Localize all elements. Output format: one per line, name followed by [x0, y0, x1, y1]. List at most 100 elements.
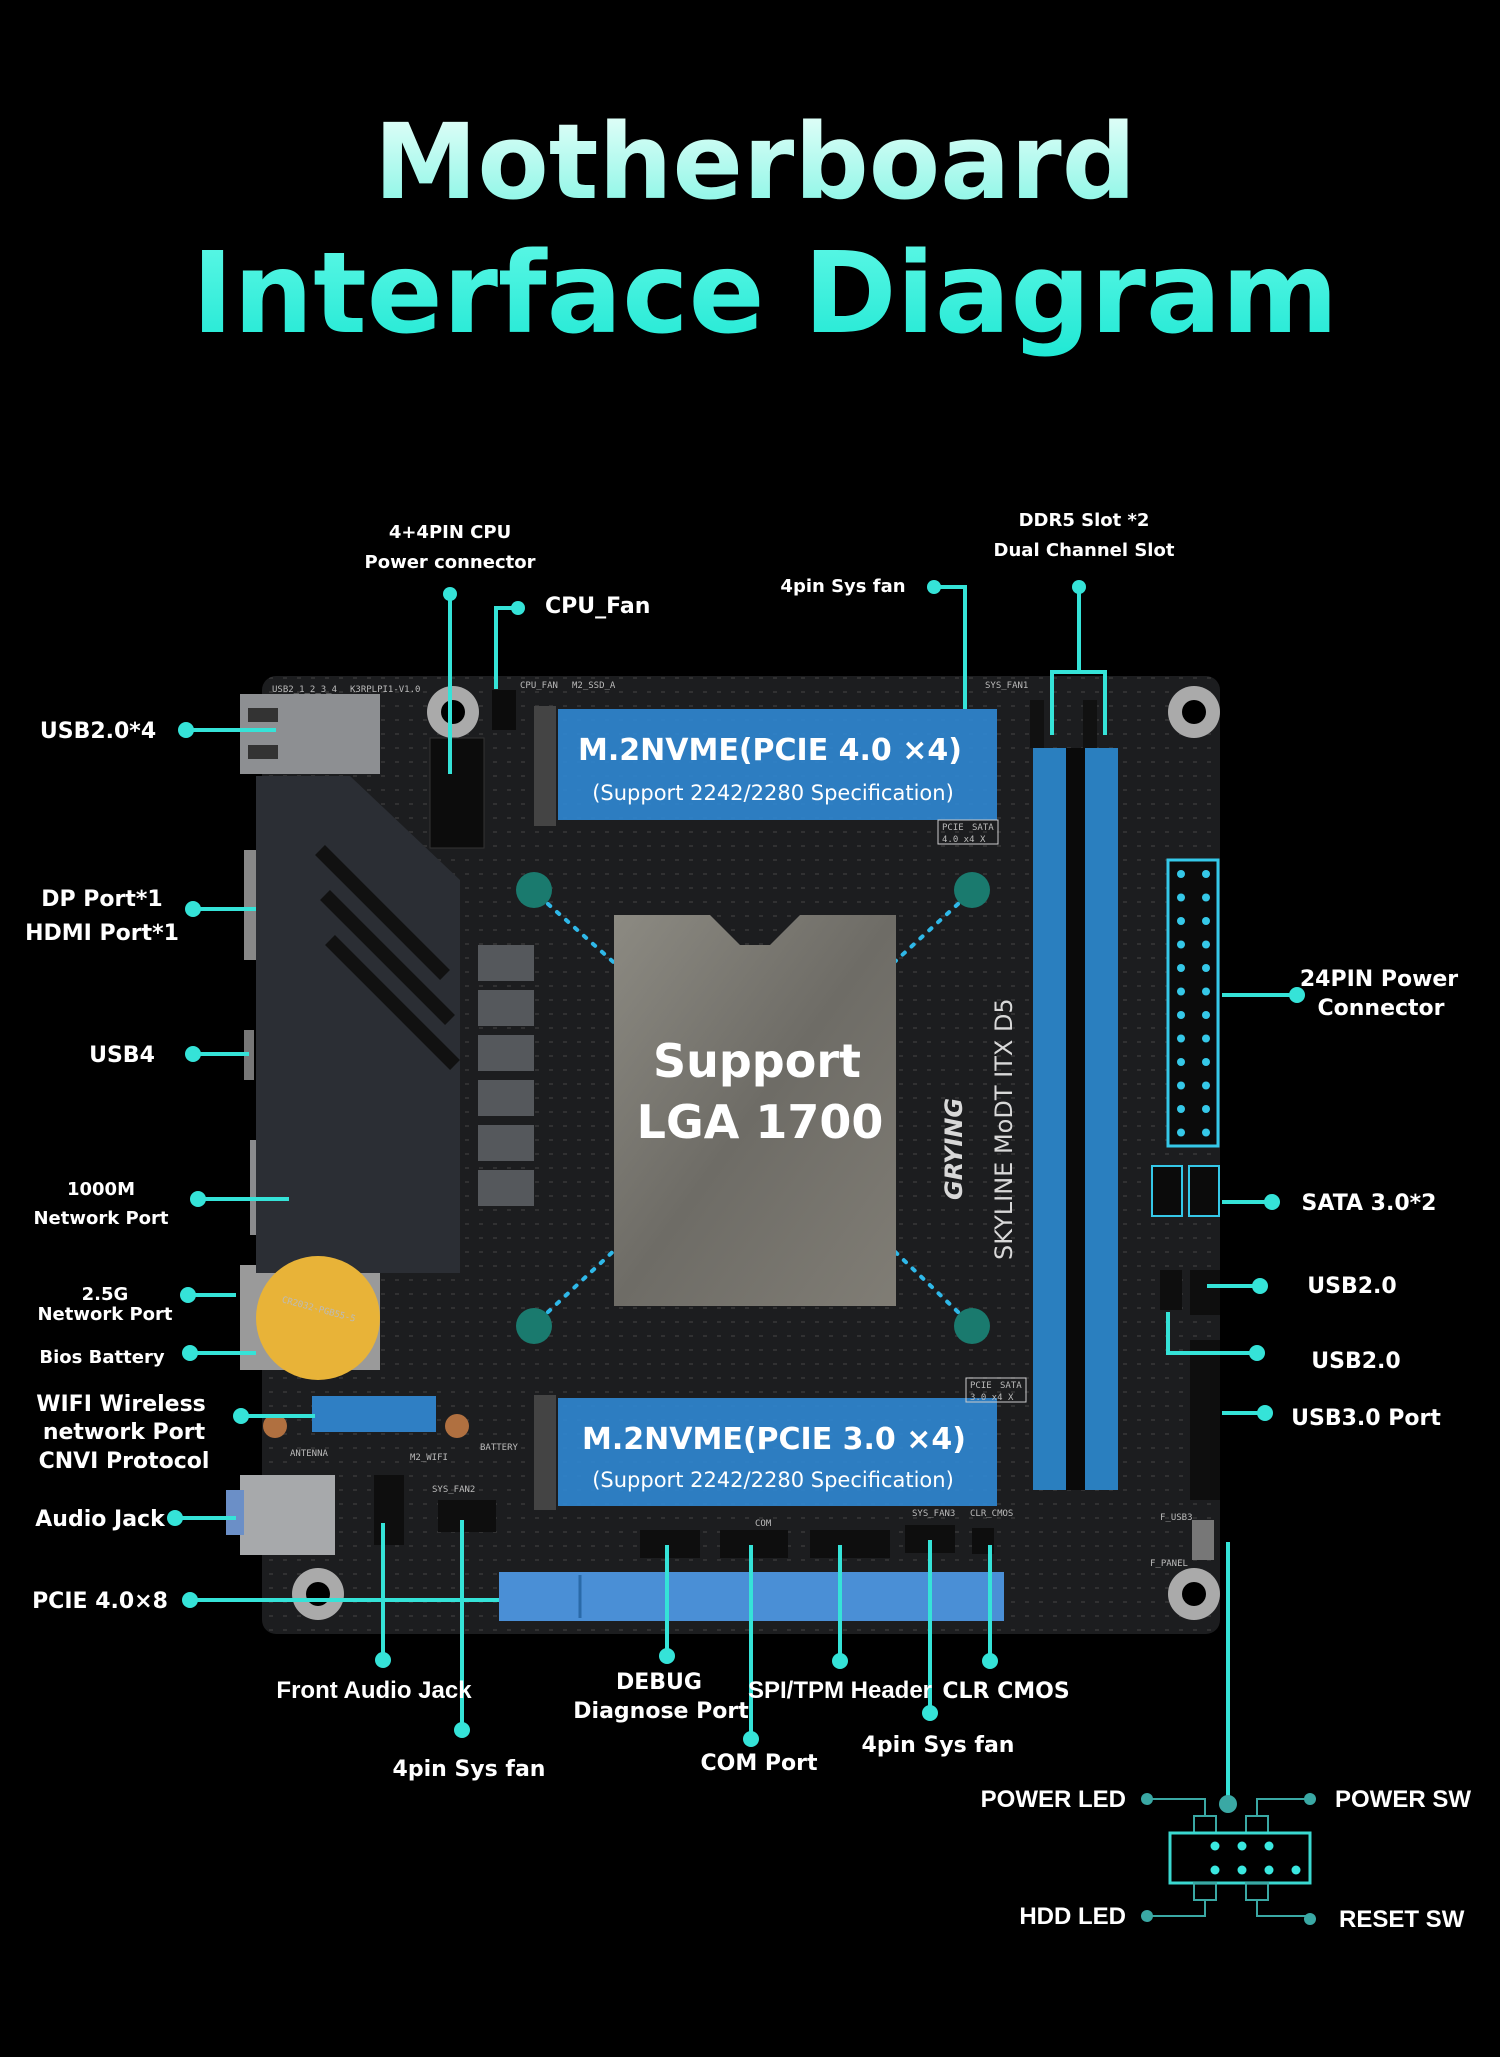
nvme-bottom-box: [558, 1398, 997, 1506]
label-lan1000-2: Network Port: [33, 1208, 168, 1229]
atx-pin: [1177, 1011, 1185, 1019]
front-panel-pin: [1237, 1841, 1247, 1851]
label-sys-fan-bl: 4pin Sys fan: [393, 1757, 546, 1782]
atx-pin: [1202, 1058, 1210, 1066]
model-name: SKYLINE MoDT ITX D5: [990, 998, 1018, 1260]
atx-pin: [1202, 1105, 1210, 1113]
label-usb2x4: USB2.0*4: [40, 719, 156, 744]
atx-pin: [1177, 1105, 1185, 1113]
vrm-chokes: [478, 945, 534, 1206]
atx-24pin-connector: [1166, 858, 1220, 1148]
vrm-heatsink: [256, 776, 460, 1273]
com-header: [720, 1530, 788, 1558]
svg-text:CPU_FAN: CPU_FAN: [520, 681, 558, 691]
nvme-top-subtitle: (Support 2242/2280 Specification): [592, 781, 954, 805]
label-debug-1: DEBUG: [616, 1670, 702, 1695]
svg-text:COM: COM: [755, 1519, 772, 1529]
front-panel-pin: [1237, 1865, 1247, 1875]
svg-text:F_USB3: F_USB3: [1160, 1513, 1193, 1523]
label-debug-2: Diagnose Port: [573, 1699, 749, 1724]
cpu-support-line2: LGA 1700: [637, 1095, 884, 1149]
svg-text:X: X: [980, 835, 986, 845]
label-wifi-3: CNVI Protocol: [39, 1449, 210, 1474]
atx-pin: [1177, 870, 1185, 878]
atx-pin: [1202, 870, 1210, 878]
label-atx24-2: Connector: [1317, 996, 1444, 1021]
pcie-table-top: PCIE SATA 4.0 x4 X: [937, 819, 999, 845]
f-panel-header: [1192, 1520, 1214, 1560]
label-lan25-2: Network Port: [37, 1304, 172, 1325]
svg-text:4.0 x4: 4.0 x4: [942, 835, 975, 845]
atx-pin: [1177, 964, 1185, 972]
label-ddr5-2: Dual Channel Slot: [994, 540, 1175, 561]
front-audio-header: [374, 1475, 404, 1545]
label-hdd-led: HDD LED: [1019, 1903, 1126, 1930]
label-cpu-power-2: Power connector: [365, 552, 536, 573]
nvme-bottom-title: M.2NVME(PCIE 3.0 ×4): [582, 1422, 966, 1457]
front-panel-pin: [1264, 1841, 1274, 1851]
audio-jack-port: [240, 1475, 335, 1555]
front-panel-header-outline: [1168, 1831, 1312, 1885]
usb-stack: [240, 694, 380, 774]
svg-text:3.0 x4: 3.0 x4: [970, 1393, 1003, 1403]
front-panel-anchor-dot: [1219, 1795, 1237, 1813]
label-power-led: POWER LED: [981, 1786, 1126, 1813]
svg-text:X: X: [1008, 1393, 1014, 1403]
cpu-fan-header: [492, 690, 516, 730]
atx-pin: [1202, 917, 1210, 925]
title-line2: Interface Diagram: [192, 229, 1338, 359]
front-panel-pin: [1210, 1865, 1220, 1875]
svg-text:M2_WIFI: M2_WIFI: [410, 1453, 448, 1463]
atx-pin: [1202, 1034, 1210, 1043]
atx-pin: [1202, 1081, 1210, 1090]
label-wifi-1: WIFI Wireless: [36, 1392, 206, 1417]
atx-pin: [1202, 987, 1210, 996]
atx-pin: [1202, 964, 1210, 972]
label-front-audio: Front Audio Jack: [276, 1677, 472, 1704]
label-spi-tpm: SPI/TPM Header: [748, 1677, 932, 1704]
svg-text:ANTENNA: ANTENNA: [290, 1449, 329, 1459]
pcie-table-bottom: PCIE SATA 3.0 x4 X: [965, 1377, 1027, 1403]
svg-text:PCIE: PCIE: [942, 823, 964, 833]
label-dp: DP Port*1: [41, 887, 162, 912]
nvme-bottom-subtitle: (Support 2242/2280 Specification): [592, 1468, 954, 1492]
label-usb3: USB3.0 Port: [1291, 1406, 1441, 1431]
label-clr-cmos: CLR CMOS: [942, 1679, 1069, 1704]
cpu-socket-plate: [614, 915, 896, 1306]
label-lan1000-1: 1000M: [67, 1179, 135, 1200]
label-atx24-1: 24PIN Power: [1300, 967, 1458, 992]
atx-pin: [1177, 917, 1185, 925]
svg-text:SATA: SATA: [1000, 1381, 1022, 1391]
svg-text:K3RPLPI1-V1.0: K3RPLPI1-V1.0: [350, 685, 420, 695]
label-com: COM Port: [700, 1751, 817, 1776]
atx-pin: [1177, 987, 1185, 996]
sata-port-1: [1151, 1165, 1183, 1217]
label-sys-fan-b: 4pin Sys fan: [862, 1733, 1015, 1758]
usb3-header: [1190, 1340, 1220, 1500]
atx-pin: [1202, 893, 1210, 902]
atx-pin: [1177, 940, 1185, 949]
label-sys-fan-top: 4pin Sys fan: [780, 576, 905, 597]
label-cpu-fan: CPU_Fan: [545, 594, 650, 619]
nvme-top-box: [558, 709, 997, 820]
brand-logo: GRYING: [940, 1098, 968, 1200]
usb2-header-1: [1190, 1270, 1220, 1315]
ddr5-slot-a: [1033, 748, 1066, 1490]
svg-text:SYS_FAN3: SYS_FAN3: [912, 1509, 955, 1519]
label-sata: SATA 3.0*2: [1302, 1191, 1437, 1216]
svg-text:BATTERY: BATTERY: [480, 1443, 519, 1453]
atx-pin: [1177, 1058, 1185, 1066]
standoff-icon: [516, 872, 990, 1344]
svg-text:SATA: SATA: [972, 823, 994, 833]
front-panel-pin: [1264, 1865, 1274, 1875]
front-panel-pin: [1210, 1841, 1220, 1851]
svg-text:M2_SSD_A: M2_SSD_A: [572, 681, 616, 691]
svg-text:PCIE: PCIE: [970, 1381, 992, 1391]
svg-text:USB2_1_2_3_4: USB2_1_2_3_4: [272, 685, 337, 695]
atx-pin: [1177, 893, 1185, 902]
debug-header: [640, 1530, 700, 1558]
nvme-top-title: M.2NVME(PCIE 4.0 ×4): [578, 733, 962, 768]
svg-text:SYS_FAN1: SYS_FAN1: [985, 681, 1028, 691]
mount-hole-icon: [292, 686, 1220, 1620]
